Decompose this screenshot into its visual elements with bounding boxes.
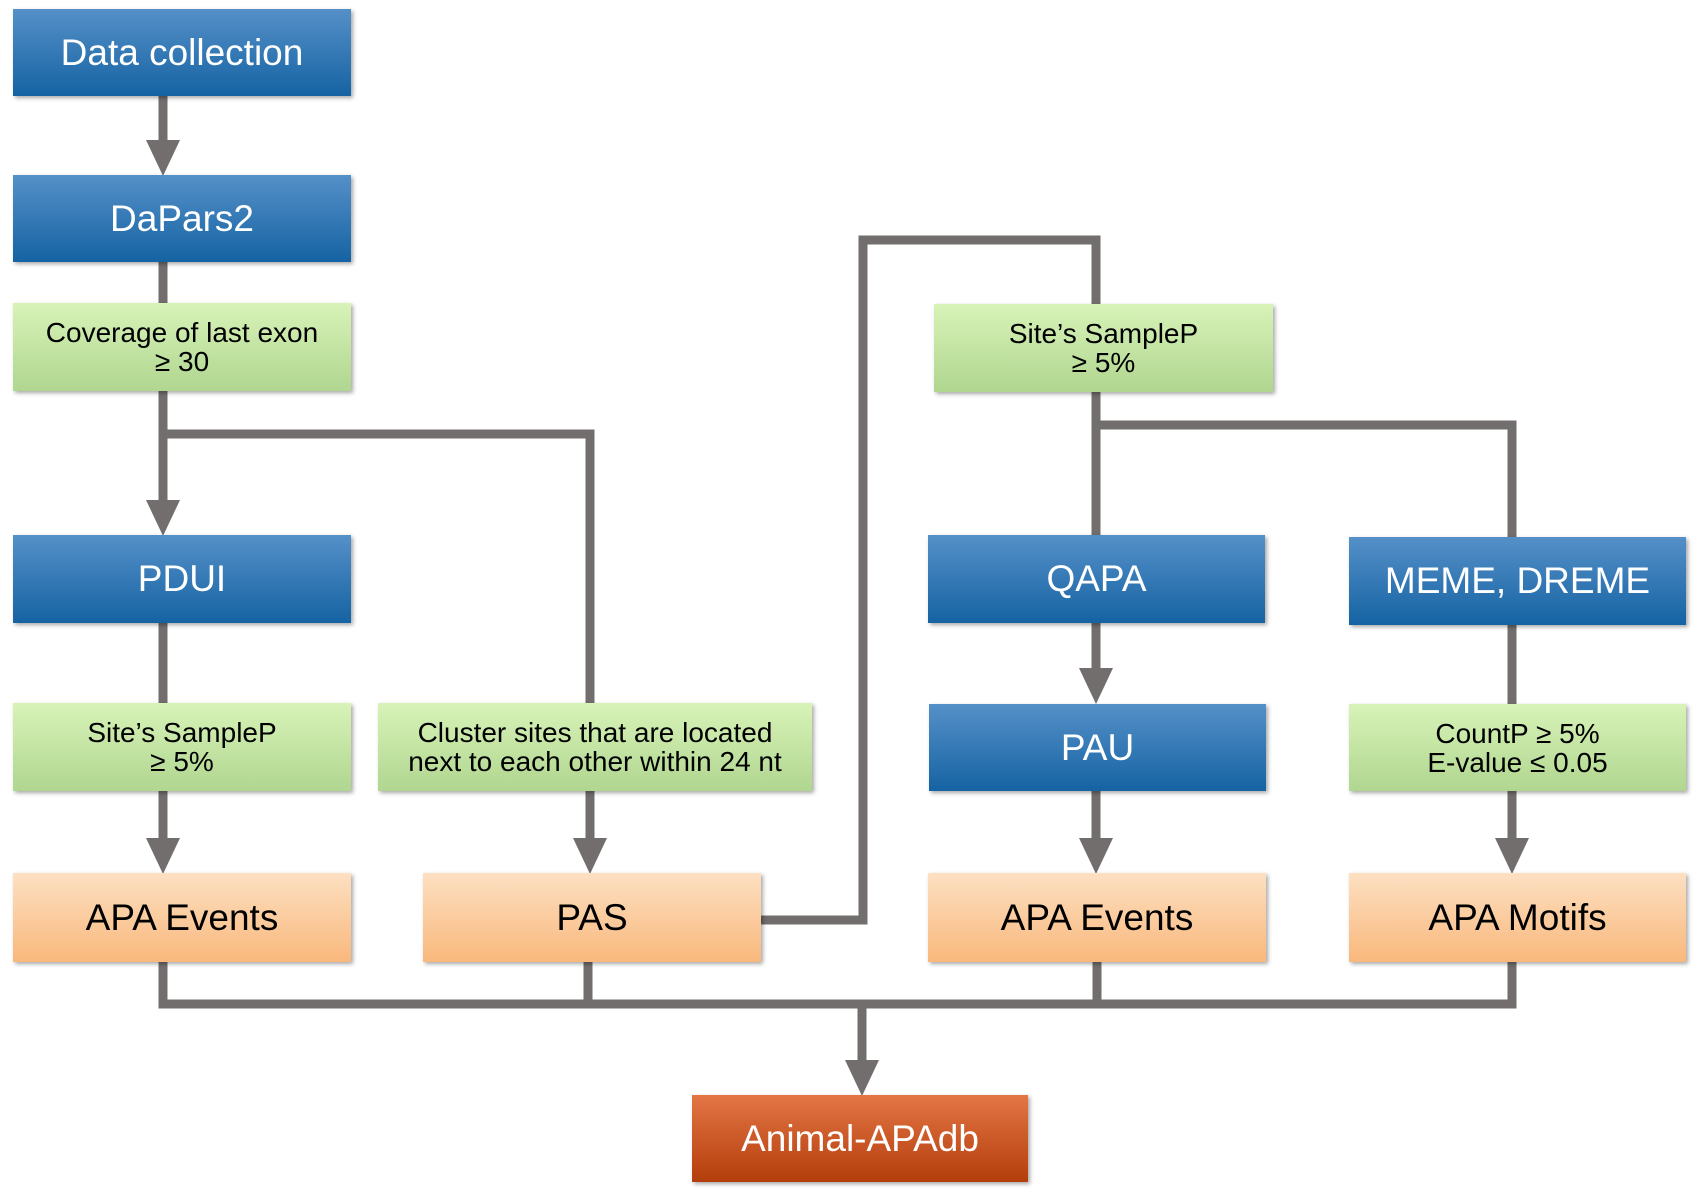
arrowhead xyxy=(845,1060,879,1096)
node-label: Site’s SampleP ≥ 5% xyxy=(1008,318,1199,378)
node-animal-apadb: Animal-APAdb xyxy=(692,1095,1028,1182)
node-coverage-filter: Coverage of last exon ≥ 30 xyxy=(13,303,351,391)
node-apa-events-right: APA Events xyxy=(928,873,1266,962)
node-pdui: PDUI xyxy=(13,535,351,623)
arrowhead xyxy=(146,500,180,536)
node-label: Cluster sites that are located next to e… xyxy=(408,717,782,777)
node-label: QAPA xyxy=(1046,558,1147,599)
node-site-samplep-left: Site’s SampleP ≥ 5% xyxy=(13,703,351,791)
node-pau: PAU xyxy=(929,704,1266,791)
connector-sitesamplep-right-to-meme xyxy=(1096,420,1517,537)
arrowhead xyxy=(573,838,607,874)
node-pas: PAS xyxy=(423,873,761,962)
node-apa-motifs: APA Motifs xyxy=(1349,873,1686,962)
node-qapa: QAPA xyxy=(928,535,1265,623)
node-apa-events-left: APA Events xyxy=(13,873,351,962)
node-label: MEME, DREME xyxy=(1384,560,1651,601)
connector-outputs-collector xyxy=(158,962,1517,1009)
node-label: Animal-APAdb xyxy=(741,1117,979,1159)
node-label: Data collection xyxy=(60,31,304,73)
node-label: CountP ≥ 5% E-value ≤ 0.05 xyxy=(1427,717,1608,778)
arrowhead xyxy=(1079,668,1113,704)
node-label: PAU xyxy=(1060,726,1135,768)
node-label: APA Events xyxy=(1000,896,1194,938)
node-countp-filter: CountP ≥ 5% E-value ≤ 0.05 xyxy=(1349,704,1686,791)
node-label: DaPars2 xyxy=(110,197,254,239)
arrowhead xyxy=(1079,838,1113,874)
node-label: APA Events xyxy=(85,896,279,938)
arrowhead xyxy=(1495,838,1529,874)
arrowhead xyxy=(146,140,180,176)
node-label: APA Motifs xyxy=(1428,896,1607,938)
node-meme-dreme: MEME, DREME xyxy=(1349,537,1686,625)
connector-pas-to-site-samplep-right xyxy=(761,235,1101,925)
node-site-samplep-right: Site’s SampleP ≥ 5% xyxy=(934,304,1273,392)
node-data-collection: Data collection xyxy=(13,9,351,96)
node-label: PDUI xyxy=(137,558,227,599)
arrowhead xyxy=(146,838,180,874)
node-dapars2: DaPars2 xyxy=(13,175,351,262)
connector-coverage-to-cluster xyxy=(163,429,595,703)
node-label: Site’s SampleP ≥ 5% xyxy=(87,717,277,777)
node-label: Coverage of last exon ≥ 30 xyxy=(45,317,319,377)
node-label: PAS xyxy=(556,896,628,938)
node-cluster-filter: Cluster sites that are located next to e… xyxy=(378,703,812,791)
